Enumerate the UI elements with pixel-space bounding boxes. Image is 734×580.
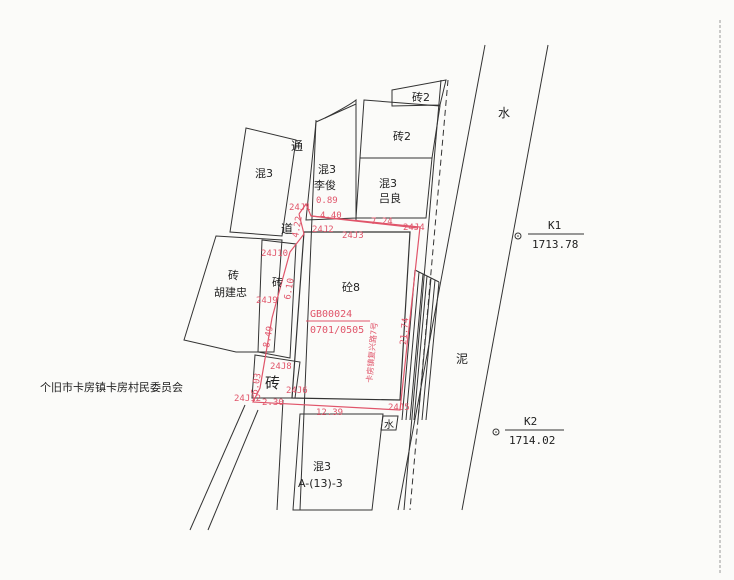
lane-label-tong: 通 bbox=[291, 139, 303, 153]
control-point-name: K1 bbox=[548, 219, 561, 232]
owner-hu: 胡建忠 bbox=[214, 285, 247, 299]
water-box bbox=[380, 415, 399, 431]
length-12-39: 12.39 bbox=[316, 408, 343, 418]
label-hun3-south: 混3 bbox=[313, 460, 331, 473]
length-2-30: 2.30 bbox=[262, 398, 284, 408]
parcel-code: GB00024 bbox=[310, 309, 352, 320]
point-24j10: 24J10 bbox=[261, 249, 288, 259]
building-hun3-south bbox=[292, 413, 384, 511]
length-21-74: 21.74 bbox=[399, 317, 411, 345]
point-24j5: 24J5 bbox=[388, 403, 410, 413]
road-lines bbox=[189, 44, 549, 531]
label-south-code: A-(13)-3 bbox=[298, 477, 343, 490]
length-7-24: 7.24 bbox=[371, 217, 393, 227]
building-hun3-left bbox=[229, 127, 297, 237]
control-point-name: K2 bbox=[524, 415, 537, 428]
control-point-k1: K1 1713.78 bbox=[514, 219, 584, 251]
point-24j8: 24J8 bbox=[270, 362, 292, 372]
label-water-mark: 水 bbox=[384, 419, 394, 431]
length-0-89: 0.89 bbox=[316, 196, 338, 206]
label-zhuan-hu: 砖 bbox=[228, 268, 239, 282]
control-point-elevation: 1713.78 bbox=[532, 238, 578, 251]
building-zhuan2-top bbox=[391, 79, 447, 107]
label-zhuan-mid: 砖 bbox=[272, 275, 283, 289]
parcel-sheet: 0701/0505 bbox=[310, 325, 364, 336]
point-24j6: 24J6 bbox=[286, 386, 308, 396]
road-label-mud: 泥 bbox=[456, 352, 468, 366]
label-hun3-lvliang: 混3 bbox=[379, 177, 397, 190]
label-hun3-left: 混3 bbox=[255, 167, 273, 180]
point-24j12: 24J12 bbox=[234, 394, 261, 404]
point-24j9: 24J9 bbox=[256, 296, 278, 306]
label-zhuan2-top: 砖2 bbox=[412, 90, 430, 104]
length-4-40: 4.40 bbox=[320, 211, 342, 221]
committee-label: 个旧市卡房镇卡房村民委员会 bbox=[40, 380, 183, 394]
label-zhuan2: 砖2 bbox=[393, 129, 411, 143]
length-6-03: 6.03 bbox=[250, 372, 264, 395]
building-main bbox=[291, 231, 411, 401]
building-zhuan-mid bbox=[257, 239, 297, 359]
label-hun3-lijun: 混3 bbox=[318, 163, 336, 176]
building-zhuan2 bbox=[359, 99, 441, 159]
point-24j1: 24J1 bbox=[289, 203, 311, 213]
owner-lijun: 李俊 bbox=[314, 178, 336, 192]
owner-lvliang: 吕良 bbox=[379, 191, 401, 205]
length-8-49: 8.49 bbox=[262, 325, 276, 348]
parcel-boundary bbox=[252, 202, 421, 411]
control-point-marker bbox=[514, 232, 522, 240]
building-hun3-lijun bbox=[305, 103, 357, 221]
control-point-k2: K2 1714.02 bbox=[492, 415, 564, 447]
point-24j2: 24J2 bbox=[312, 225, 334, 235]
label-main-structure: 砼8 bbox=[342, 281, 360, 294]
point-24j4: 24J4 bbox=[403, 223, 425, 233]
point-24j3: 24J3 bbox=[342, 231, 364, 241]
stairs bbox=[401, 269, 440, 421]
lane-label-dao: 道 bbox=[281, 222, 293, 236]
road-label-water: 水 bbox=[498, 106, 510, 120]
length-4-22: 4.22 bbox=[291, 215, 305, 238]
parcel-address: 卡房镇复兴路7号 bbox=[364, 322, 379, 383]
label-zhuan-bottom: 砖 bbox=[265, 374, 280, 392]
control-point-elevation: 1714.02 bbox=[509, 434, 555, 447]
length-6-10: 6.10 bbox=[283, 277, 297, 300]
control-point-marker bbox=[492, 428, 500, 436]
building-outlines bbox=[183, 79, 447, 511]
building-zhuan-hu bbox=[183, 235, 283, 353]
building-hun3-lvliang bbox=[355, 157, 433, 219]
